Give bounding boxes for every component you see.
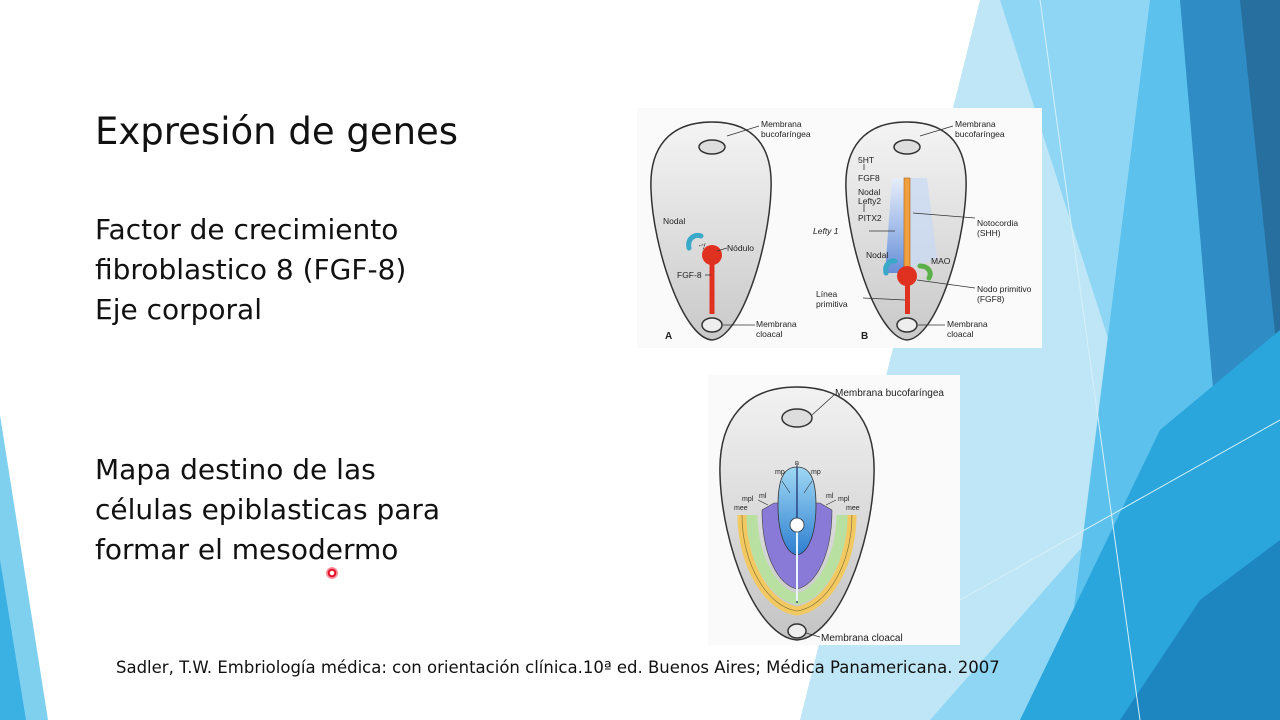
- label-cascade-5ht: 5HT: [858, 155, 874, 165]
- label-fgf8-a: FGF-8: [677, 270, 702, 280]
- label-linea-primitiva-1: Línea: [816, 289, 838, 299]
- laser-pointer-icon: [326, 567, 338, 579]
- text-line: Eje corporal: [95, 293, 262, 326]
- label-cascade-fgf8: FGF8: [858, 173, 880, 183]
- figure-fate-map: Membrana bucofaríngea Membrana cloacal n…: [708, 375, 960, 645]
- label-membrana-bucofaringea: Membrana bucofaríngea: [835, 388, 944, 399]
- label-lefty1: Lefty 1: [813, 226, 839, 236]
- label-nodo-primitivo-1: Nodo primitivo: [977, 284, 1032, 294]
- label-membrana-cloacal: Membrana cloacal: [821, 633, 903, 644]
- label-nodulo-a: Nódulo: [727, 243, 754, 253]
- label-ml-left: ml: [759, 493, 767, 500]
- label-membrana-cloacal-a-2: cloacal: [756, 329, 783, 339]
- label-cascade-pitx2: PITX2: [858, 213, 882, 223]
- label-nodal-b: Nodal: [866, 250, 888, 260]
- panel-b: Membrana bucofaríngea 5HT FGF8 Nodal Lef…: [813, 119, 1032, 342]
- panel-letter-a: A: [665, 331, 672, 342]
- text-line: Mapa destino de las: [95, 453, 376, 486]
- label-mao: MAO: [931, 256, 951, 266]
- label-membrana-cloacal-b-2: cloacal: [947, 329, 974, 339]
- label-cascade-lefty2: Lefty2: [858, 196, 881, 206]
- label-membrana-bucofaringea-b-2: bucofaríngea: [955, 129, 1005, 139]
- label-mee-left: mee: [734, 505, 748, 512]
- text-line: Factor de crecimiento: [95, 213, 399, 246]
- label-mp-right: mp: [811, 469, 821, 476]
- text-line: células epiblasticas para: [95, 493, 441, 526]
- text-block-fgf8: Factor de crecimiento fibroblastico 8 (F…: [95, 210, 406, 330]
- label-cascade-nodal: Nodal: [858, 187, 880, 197]
- figure-embryo-axis: Membrana bucofaríngea Nodal Nódulo FGF-8…: [637, 108, 1042, 348]
- label-mpl-right: mpl: [838, 496, 850, 503]
- label-membrana-cloacal-a-1: Membrana: [756, 319, 797, 329]
- citation: Sadler, T.W. Embriología médica: con ori…: [116, 658, 1000, 677]
- label-membrana-bucofaringea-a-1: Membrana: [761, 119, 802, 129]
- label-membrana-bucofaringea-b-1: Membrana: [955, 119, 996, 129]
- label-ml-right: ml: [826, 493, 834, 500]
- label-notocordia-2: (SHH): [977, 228, 1001, 238]
- label-mpl-left: mpl: [742, 496, 754, 503]
- text-line: fibroblastico 8 (FGF-8): [95, 253, 407, 286]
- panel-a: Membrana bucofaríngea Nodal Nódulo FGF-8…: [650, 119, 811, 342]
- panel-letter-b: B: [861, 331, 868, 342]
- label-membrana-bucofaringea-a-2: bucofaríngea: [761, 129, 811, 139]
- text-block-mapa-destino: Mapa destino de las células epiblasticas…: [95, 450, 440, 570]
- label-membrana-cloacal-b-1: Membrana: [947, 319, 988, 329]
- label-mp-left: mp: [775, 469, 785, 476]
- label-mee-right: mee: [846, 505, 860, 512]
- label-linea-primitiva-2: primitiva: [816, 299, 848, 309]
- label-n: n: [795, 460, 799, 467]
- label-nodo-primitivo-2: (FGF8): [977, 294, 1005, 304]
- label-notocordia-1: Notocordia: [977, 218, 1018, 228]
- slide-title: Expresión de genes: [95, 110, 459, 153]
- label-nodal-a: Nodal: [663, 216, 685, 226]
- text-line: formar el mesodermo: [95, 533, 399, 566]
